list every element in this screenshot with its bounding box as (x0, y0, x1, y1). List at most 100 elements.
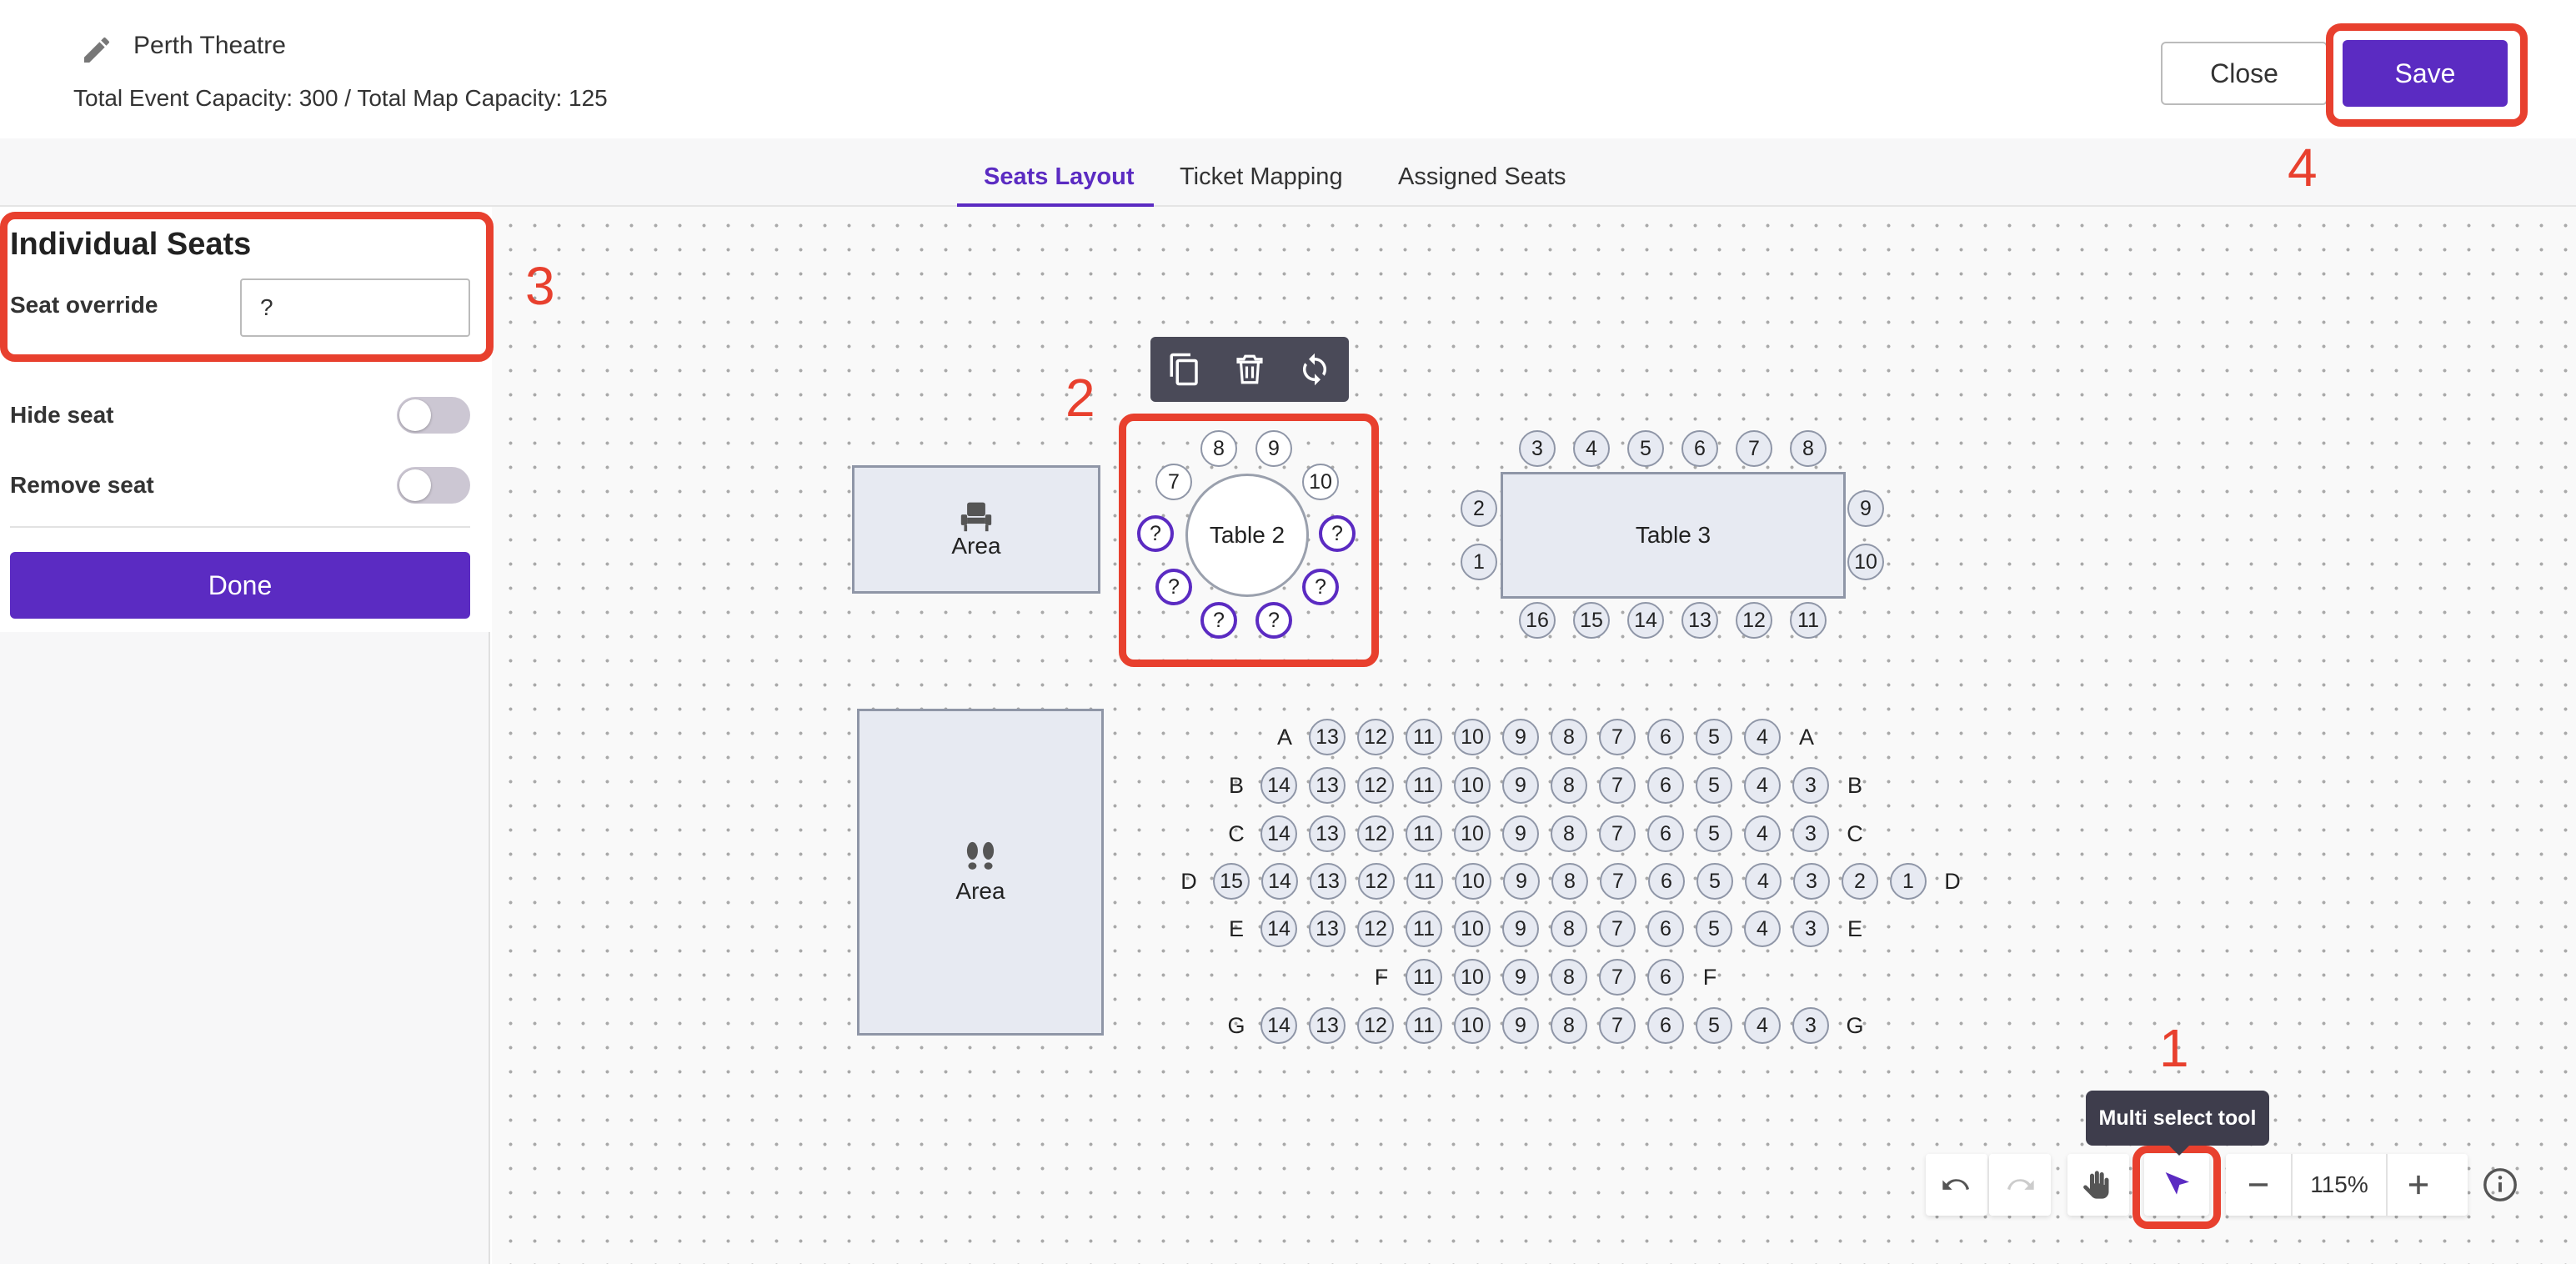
row-seat[interactable]: 9 (1502, 815, 1539, 852)
tab-ticket-mapping[interactable]: Ticket Mapping (1180, 163, 1343, 190)
hide-seat-toggle[interactable] (397, 397, 470, 434)
row-seat[interactable]: 4 (1744, 910, 1781, 947)
row-seat[interactable]: 10 (1455, 863, 1491, 900)
row-seat[interactable]: 5 (1696, 767, 1732, 804)
row-seat[interactable]: 1 (1890, 863, 1927, 900)
row-seat[interactable]: 7 (1599, 815, 1636, 852)
row-seat[interactable]: 9 (1502, 959, 1539, 996)
row-seat[interactable]: 4 (1744, 767, 1781, 804)
row-seat[interactable]: 11 (1406, 863, 1443, 900)
remove-seat-toggle[interactable] (397, 467, 470, 504)
row-seat[interactable]: 12 (1358, 863, 1395, 900)
row-seat[interactable]: 7 (1599, 767, 1636, 804)
row-seat[interactable]: 4 (1744, 1007, 1781, 1044)
table-2-seat-selected[interactable]: ? (1200, 602, 1237, 639)
table-2-seat[interactable]: 7 (1155, 464, 1192, 500)
save-button[interactable]: Save (2343, 40, 2508, 107)
area-block-bottom[interactable]: Area (857, 709, 1104, 1036)
pan-tool-button[interactable] (2067, 1154, 2129, 1216)
row-seat[interactable]: 3 (1792, 910, 1829, 947)
table-2-seat[interactable]: 9 (1255, 430, 1292, 467)
table-2-seat-selected[interactable]: ? (1155, 569, 1192, 605)
row-seat[interactable]: 7 (1599, 719, 1636, 755)
row-seat[interactable]: 14 (1260, 1007, 1297, 1044)
done-button[interactable]: Done (10, 552, 470, 619)
table-3-seat[interactable]: 15 (1573, 602, 1610, 639)
close-button[interactable]: Close (2161, 42, 2328, 105)
area-block-top[interactable]: Area (852, 465, 1100, 594)
row-seat[interactable]: 6 (1648, 863, 1685, 900)
table-2-seat-selected[interactable]: ? (1137, 515, 1174, 552)
row-seat[interactable]: 14 (1260, 910, 1297, 947)
row-seat[interactable]: 9 (1502, 719, 1539, 755)
table-3-seat[interactable]: 8 (1790, 430, 1827, 467)
row-seat[interactable]: 8 (1551, 1007, 1587, 1044)
row-seat[interactable]: 5 (1696, 1007, 1732, 1044)
table-3-seat[interactable]: 3 (1519, 430, 1556, 467)
table-3-seat[interactable]: 12 (1736, 602, 1772, 639)
table-3-seat[interactable]: 7 (1736, 430, 1772, 467)
trash-icon[interactable] (1232, 352, 1267, 387)
tab-seats-layout[interactable]: Seats Layout (984, 163, 1135, 190)
row-seat[interactable]: 13 (1310, 863, 1346, 900)
table-2-seat[interactable]: 10 (1302, 464, 1339, 500)
table-3-seat[interactable]: 6 (1681, 430, 1718, 467)
row-seat[interactable]: 12 (1357, 815, 1394, 852)
row-seat[interactable]: 10 (1454, 815, 1491, 852)
row-seat[interactable]: 9 (1502, 1007, 1539, 1044)
row-seat[interactable]: 11 (1406, 767, 1442, 804)
row-seat[interactable]: 7 (1599, 910, 1636, 947)
multi-select-tool-button[interactable] (2144, 1154, 2209, 1216)
table-3-seat[interactable]: 4 (1573, 430, 1610, 467)
table-3-seat[interactable]: 14 (1627, 602, 1664, 639)
plus-icon[interactable] (2403, 1169, 2434, 1201)
row-seat[interactable]: 2 (1842, 863, 1878, 900)
row-seat[interactable]: 4 (1744, 815, 1781, 852)
table-3-seat[interactable]: 2 (1461, 490, 1497, 527)
table-3-seat[interactable]: 9 (1847, 490, 1884, 527)
table-3-seat[interactable]: 13 (1681, 602, 1718, 639)
row-seat[interactable]: 6 (1647, 1007, 1684, 1044)
row-seat[interactable]: 5 (1696, 815, 1732, 852)
row-seat[interactable]: 5 (1696, 719, 1732, 755)
row-seat[interactable]: 12 (1357, 910, 1394, 947)
pencil-icon[interactable] (80, 33, 113, 67)
row-seat[interactable]: 9 (1502, 767, 1539, 804)
row-seat[interactable]: 7 (1599, 1007, 1636, 1044)
row-seat[interactable]: 5 (1696, 910, 1732, 947)
row-seat[interactable]: 13 (1309, 910, 1346, 947)
row-seat[interactable]: 3 (1792, 815, 1829, 852)
table-3-seat[interactable]: 11 (1790, 602, 1827, 639)
row-seat[interactable]: 6 (1647, 815, 1684, 852)
row-seat[interactable]: 11 (1406, 910, 1442, 947)
row-seat[interactable]: 6 (1647, 719, 1684, 755)
undo-button[interactable] (1926, 1154, 1987, 1216)
row-seat[interactable]: 9 (1502, 910, 1539, 947)
redo-button[interactable] (1989, 1154, 2051, 1216)
row-seat[interactable]: 7 (1599, 959, 1636, 996)
row-seat[interactable]: 13 (1309, 767, 1346, 804)
row-seat[interactable]: 10 (1454, 910, 1491, 947)
row-seat[interactable]: 3 (1792, 1007, 1829, 1044)
row-seat[interactable]: 6 (1647, 910, 1684, 947)
row-seat[interactable]: 11 (1406, 959, 1442, 996)
row-seat[interactable]: 15 (1213, 863, 1250, 900)
table-2[interactable]: Table 2 (1185, 474, 1309, 597)
row-seat[interactable]: 12 (1357, 1007, 1394, 1044)
table-2-seat-selected[interactable]: ? (1319, 515, 1356, 552)
row-seat[interactable]: 11 (1406, 719, 1442, 755)
row-seat[interactable]: 8 (1551, 767, 1587, 804)
row-seat[interactable]: 8 (1551, 863, 1588, 900)
copy-icon[interactable] (1167, 352, 1202, 387)
row-seat[interactable]: 4 (1744, 719, 1781, 755)
row-seat[interactable]: 14 (1261, 863, 1298, 900)
rotate-icon[interactable] (1297, 352, 1332, 387)
table-3-seat[interactable]: 16 (1519, 602, 1556, 639)
row-seat[interactable]: 14 (1260, 815, 1297, 852)
row-seat[interactable]: 8 (1551, 719, 1587, 755)
row-seat[interactable]: 10 (1454, 767, 1491, 804)
row-seat[interactable]: 9 (1503, 863, 1540, 900)
row-seat[interactable]: 8 (1551, 959, 1587, 996)
table-3-seat[interactable]: 5 (1627, 430, 1664, 467)
row-seat[interactable]: 8 (1551, 815, 1587, 852)
